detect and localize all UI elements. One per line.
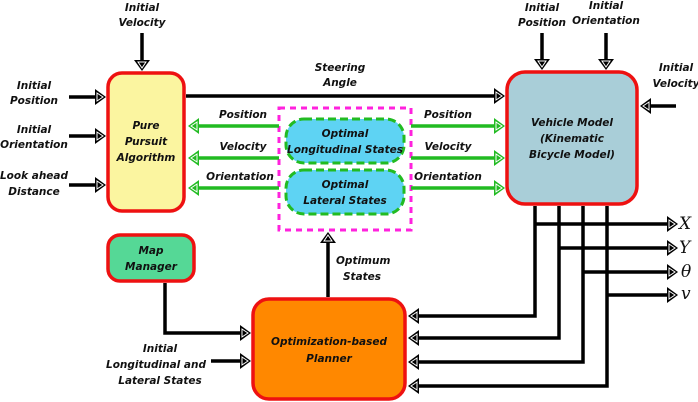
pure-pursuit-block: Pure Pursuit Algorithm	[106, 71, 186, 213]
svg-text:Initial: Initial	[659, 62, 694, 74]
feedback-wire	[418, 206, 609, 388]
feedback-wire	[418, 206, 537, 318]
svg-text:Position: Position	[10, 95, 58, 107]
planner-line-2: Planner	[306, 353, 352, 365]
arrow-head-icon	[95, 89, 106, 105]
left-orientation-label: Orientation	[206, 171, 274, 183]
output-x-label: X	[677, 214, 692, 234]
vehicle-model-block: Vehicle Model (Kinematic Bicycle Model)	[505, 70, 639, 206]
output-y-label: Y	[679, 238, 692, 258]
svg-text:Initial: Initial	[143, 343, 178, 355]
left-velocity-label: Velocity	[220, 141, 268, 153]
feedback-wire	[418, 206, 585, 364]
arrow-head-icon	[95, 177, 106, 193]
arrow-head-icon	[408, 354, 419, 370]
right-orientation-label: Orientation	[414, 171, 482, 183]
svg-text:Optimum: Optimum	[336, 255, 390, 267]
optimal-lateral-states-block: Optimal Lateral States	[284, 168, 406, 216]
vehicle-model-line-2: (Kinematic	[540, 133, 605, 145]
pp-initial-position-label: Initial Position	[10, 80, 58, 107]
right-position-label: Position	[424, 109, 472, 121]
arrow-head-icon	[408, 308, 419, 324]
map-manager-block: Map Manager	[106, 233, 196, 283]
arrow-head-icon	[408, 330, 419, 346]
arrow-head-icon	[188, 118, 199, 134]
pp-initial-orientation-label: Initial Orientation	[0, 124, 68, 151]
svg-text:Orientation: Orientation	[572, 15, 640, 27]
svg-text:States: States	[343, 271, 381, 283]
left-position-label: Position	[219, 109, 267, 121]
arrow-head-icon	[667, 264, 678, 280]
optimal-longitudinal-line-1: Optimal	[322, 128, 369, 140]
output-theta-label: θ	[681, 262, 691, 282]
arrow-head-icon	[134, 60, 150, 71]
vm-initial-orientation-label: Initial Orientation	[572, 0, 640, 27]
pure-pursuit-line-2: Pursuit	[125, 136, 168, 148]
svg-text:Initial: Initial	[125, 2, 160, 14]
arrowheads	[95, 59, 678, 394]
vm-initial-velocity-label: Initial Velocity	[653, 62, 698, 90]
planner-initial-states-label: Initial Longitudinal and Lateral States	[106, 343, 206, 387]
optimum-states-label: Optimum States	[336, 255, 390, 283]
arrow-head-icon	[494, 118, 505, 134]
arrow-head-icon	[408, 378, 419, 394]
svg-text:Initial: Initial	[17, 124, 52, 136]
vehicle-model-line-3: Bicycle Model)	[529, 149, 615, 161]
svg-text:Look ahead: Look ahead	[0, 170, 69, 182]
svg-text:Distance: Distance	[8, 186, 60, 198]
svg-text:Velocity: Velocity	[119, 17, 167, 29]
arrow-head-icon	[188, 150, 199, 166]
svg-text:Initial: Initial	[589, 0, 624, 12]
vehicle-model-line-1: Vehicle Model	[531, 117, 613, 129]
svg-text:Initial: Initial	[525, 2, 560, 14]
right-velocity-label: Velocity	[425, 141, 473, 153]
arrow-head-icon	[667, 216, 678, 232]
arrow-head-icon	[494, 180, 505, 196]
optimal-lateral-line-2: Lateral States	[303, 195, 387, 207]
pure-pursuit-line-3: Algorithm	[116, 152, 176, 164]
arrow-head-icon	[188, 180, 199, 196]
optimal-states-group	[277, 106, 413, 232]
pp-lookahead-label: Look ahead Distance	[0, 170, 69, 198]
svg-text:Orientation: Orientation	[0, 139, 68, 151]
optimal-longitudinal-line-2: Longitudinal States	[287, 144, 403, 156]
vm-initial-position-label: Initial Position	[518, 2, 566, 29]
svg-text:Angle: Angle	[322, 77, 357, 89]
svg-text:Position: Position	[518, 17, 566, 29]
optimal-lateral-line-1: Optimal	[322, 179, 369, 191]
optimal-longitudinal-states-block: Optimal Longitudinal States	[284, 117, 406, 165]
arrow-head-icon	[667, 287, 678, 303]
svg-text:Velocity: Velocity	[653, 78, 698, 90]
steering-angle-label: Steering Angle	[315, 62, 366, 89]
feedback-wire	[418, 206, 561, 340]
arrow-head-icon	[667, 240, 678, 256]
arrow-head-icon	[494, 88, 505, 104]
svg-text:Longitudinal and: Longitudinal and	[106, 359, 206, 371]
arrow-head-icon	[494, 150, 505, 166]
pure-pursuit-line-1: Pure	[132, 120, 159, 132]
output-v-label: v	[681, 284, 691, 304]
arrow-head-icon	[240, 325, 251, 341]
map-manager-line-2: Manager	[125, 261, 178, 273]
planner-line-1: Optimization-based	[271, 336, 387, 348]
arrow-head-icon	[320, 232, 336, 243]
svg-text:Steering: Steering	[315, 62, 366, 74]
arrow-head-icon	[95, 128, 106, 144]
planner-block: Optimization-based Planner	[251, 297, 407, 401]
map-manager-line-1: Map	[138, 245, 164, 257]
pp-initial-velocity-label: Initial Velocity	[119, 2, 167, 29]
arrow-head-icon	[640, 98, 651, 114]
arrow-head-icon	[534, 59, 550, 70]
map-to-planner-wire	[163, 283, 240, 335]
arrow-head-icon	[240, 353, 251, 369]
svg-text:Lateral States: Lateral States	[118, 375, 202, 387]
arrow-head-icon	[598, 59, 614, 70]
svg-text:Initial: Initial	[17, 80, 52, 92]
connection-wires	[69, 33, 676, 388]
